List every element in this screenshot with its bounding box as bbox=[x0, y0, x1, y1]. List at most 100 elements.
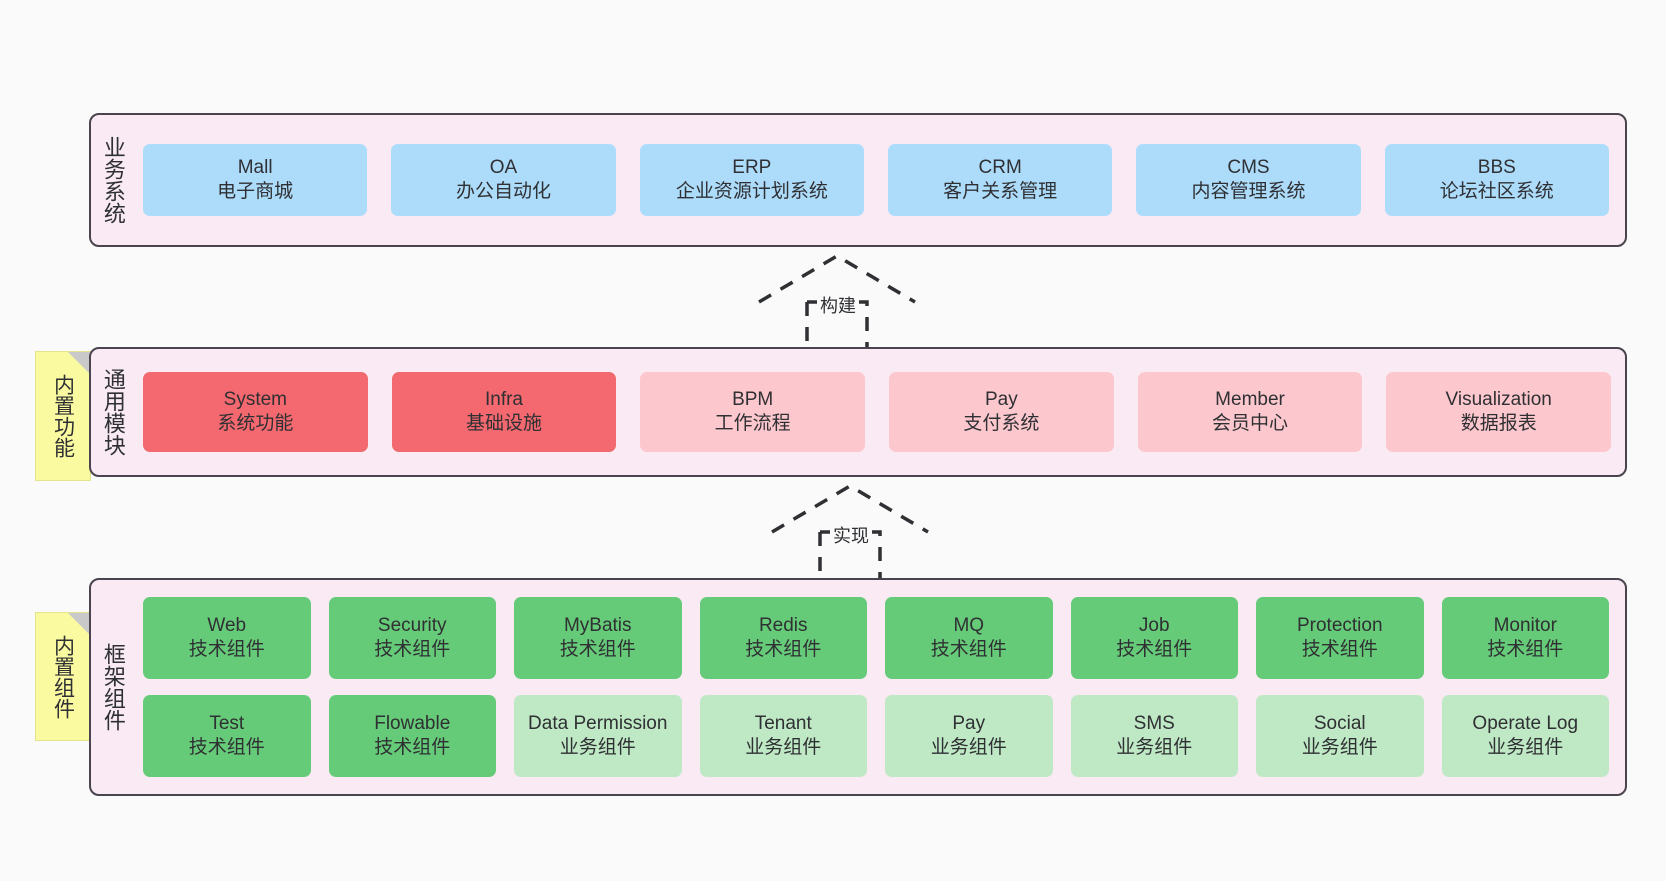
business-card-bbs[interactable]: BBS 论坛社区系统 bbox=[1384, 144, 1609, 216]
card-title: Mall bbox=[237, 156, 273, 178]
card-title: Pay bbox=[952, 712, 986, 734]
card-subtitle: 内容管理系统 bbox=[1191, 181, 1306, 202]
sticky-note-builtin-features: 内置功能 bbox=[35, 351, 91, 481]
framework-card-monitor[interactable]: Monitor 技术组件 bbox=[1441, 597, 1609, 679]
framework-card-pay[interactable]: Pay 业务组件 bbox=[885, 695, 1053, 777]
card-subtitle: 技术组件 bbox=[1301, 639, 1378, 660]
layer-business-systems: 业务系统 Mall 电子商城 OA 办公自动化 ERP 企业资源计划系统 CRM… bbox=[89, 113, 1627, 247]
module-card-bpm[interactable]: BPM 工作流程 bbox=[640, 372, 866, 452]
card-title: Test bbox=[209, 712, 245, 734]
card-title: ERP bbox=[732, 156, 772, 178]
business-card-crm[interactable]: CRM 客户关系管理 bbox=[887, 144, 1113, 216]
sticky-note-builtin-components: 内置组件 bbox=[35, 612, 91, 741]
card-title: Tenant bbox=[754, 712, 812, 734]
framework-biz-row: Test 技术组件 Flowable 技术组件 Data Permission … bbox=[143, 695, 1609, 777]
module-card-infra[interactable]: Infra 基础设施 bbox=[391, 372, 617, 452]
card-subtitle: 技术组件 bbox=[1116, 639, 1193, 660]
card-title: Member bbox=[1215, 388, 1285, 410]
layer-title-modules: 通用模块 bbox=[100, 368, 126, 456]
layer-body-business: Mall 电子商城 OA 办公自动化 ERP 企业资源计划系统 CRM 客户关系… bbox=[135, 115, 1625, 245]
business-card-mall[interactable]: Mall 电子商城 bbox=[143, 144, 368, 216]
card-subtitle: 基础设施 bbox=[466, 413, 543, 434]
card-title: Pay bbox=[984, 388, 1018, 410]
card-subtitle: 客户关系管理 bbox=[943, 181, 1058, 202]
card-title: BBS bbox=[1477, 156, 1516, 178]
arrowhead-open-dashed bbox=[771, 483, 929, 534]
card-title: OA bbox=[489, 156, 518, 178]
card-subtitle: 企业资源计划系统 bbox=[675, 181, 828, 202]
common-modules-row: System 系统功能 Infra 基础设施 BPM 工作流程 Pay 支付系统… bbox=[143, 372, 1612, 452]
arrow-stem-dashed bbox=[820, 530, 882, 578]
card-subtitle: 技术组件 bbox=[374, 639, 451, 660]
page-fold-icon bbox=[68, 613, 90, 635]
connector-label-implement: 实现 bbox=[830, 521, 872, 549]
card-title: SMS bbox=[1133, 712, 1175, 734]
card-title: BPM bbox=[732, 388, 774, 410]
framework-card-tenant[interactable]: Tenant 业务组件 bbox=[699, 695, 867, 777]
card-title: Job bbox=[1138, 614, 1170, 636]
module-card-system[interactable]: System 系统功能 bbox=[143, 372, 368, 452]
framework-tech-row: Web 技术组件 Security 技术组件 MyBatis 技术组件 Redi… bbox=[143, 597, 1609, 679]
arrow-stem-dashed bbox=[807, 300, 869, 348]
framework-card-mybatis[interactable]: MyBatis 技术组件 bbox=[514, 597, 682, 679]
framework-card-redis[interactable]: Redis 技术组件 bbox=[699, 597, 867, 679]
connector-label-build: 构建 bbox=[817, 291, 859, 319]
framework-card-sms[interactable]: SMS 业务组件 bbox=[1070, 695, 1238, 777]
card-title: Monitor bbox=[1493, 614, 1557, 636]
framework-card-data-permission[interactable]: Data Permission 业务组件 bbox=[514, 695, 682, 777]
sticky-note-text: 内置组件 bbox=[51, 634, 75, 719]
sticky-note-text: 内置功能 bbox=[51, 374, 75, 458]
layer-body-framework: Web 技术组件 Security 技术组件 MyBatis 技术组件 Redi… bbox=[135, 580, 1625, 794]
card-subtitle: 技术组件 bbox=[188, 737, 265, 758]
business-card-cms[interactable]: CMS 内容管理系统 bbox=[1136, 144, 1361, 216]
card-subtitle: 技术组件 bbox=[745, 639, 822, 660]
framework-card-social[interactable]: Social 业务组件 bbox=[1256, 695, 1424, 777]
framework-card-mq[interactable]: MQ 技术组件 bbox=[885, 597, 1053, 679]
card-subtitle: 工作流程 bbox=[714, 413, 791, 434]
card-title: CMS bbox=[1227, 156, 1270, 178]
layer-body-modules: System 系统功能 Infra 基础设施 BPM 工作流程 Pay 支付系统… bbox=[135, 349, 1625, 475]
framework-card-flowable[interactable]: Flowable 技术组件 bbox=[328, 695, 496, 777]
card-title: Social bbox=[1313, 712, 1366, 734]
card-subtitle: 论坛社区系统 bbox=[1439, 181, 1554, 202]
framework-card-security[interactable]: Security 技术组件 bbox=[328, 597, 496, 679]
card-subtitle: 会员中心 bbox=[1212, 413, 1289, 434]
module-card-member[interactable]: Member 会员中心 bbox=[1137, 372, 1363, 452]
card-subtitle: 业务组件 bbox=[1116, 737, 1193, 758]
card-title: CRM bbox=[978, 156, 1022, 178]
card-title: MQ bbox=[953, 614, 985, 636]
card-subtitle: 技术组件 bbox=[559, 639, 636, 660]
card-subtitle: 支付系统 bbox=[963, 413, 1040, 434]
card-subtitle: 业务组件 bbox=[930, 737, 1007, 758]
framework-card-operate-log[interactable]: Operate Log 业务组件 bbox=[1441, 695, 1609, 777]
card-title: Redis bbox=[758, 614, 808, 636]
framework-card-job[interactable]: Job 技术组件 bbox=[1070, 597, 1238, 679]
module-card-pay[interactable]: Pay 支付系统 bbox=[889, 372, 1114, 452]
page-fold-icon bbox=[68, 352, 90, 374]
card-title: MyBatis bbox=[563, 614, 632, 636]
card-title: Security bbox=[377, 614, 447, 636]
card-title: Protection bbox=[1296, 614, 1383, 636]
layer-common-modules: 通用模块 System 系统功能 Infra 基础设施 BPM 工作流程 Pay… bbox=[89, 347, 1627, 477]
framework-card-web[interactable]: Web 技术组件 bbox=[143, 597, 311, 679]
card-subtitle: 系统功能 bbox=[217, 413, 294, 434]
card-subtitle: 业务组件 bbox=[745, 737, 822, 758]
connector-implement: 实现 bbox=[770, 482, 930, 578]
layer-framework-components: 框架组件 Web 技术组件 Security 技术组件 MyBatis 技术组件… bbox=[89, 578, 1627, 796]
business-card-oa[interactable]: OA 办公自动化 bbox=[391, 144, 616, 216]
layer-title-business: 业务系统 bbox=[100, 136, 126, 224]
card-subtitle: 办公自动化 bbox=[455, 181, 551, 202]
module-card-visualization[interactable]: Visualization 数据报表 bbox=[1386, 372, 1612, 452]
business-card-erp[interactable]: ERP 企业资源计划系统 bbox=[639, 144, 864, 216]
card-subtitle: 电子商城 bbox=[217, 181, 294, 202]
card-title: Infra bbox=[484, 388, 524, 410]
card-title: Visualization bbox=[1445, 388, 1552, 410]
layer-title-framework: 框架组件 bbox=[100, 643, 126, 731]
card-title: Operate Log bbox=[1472, 712, 1579, 734]
card-subtitle: 技术组件 bbox=[374, 737, 451, 758]
card-title: Web bbox=[207, 614, 247, 636]
card-subtitle: 技术组件 bbox=[930, 639, 1007, 660]
framework-card-test[interactable]: Test 技术组件 bbox=[143, 695, 311, 777]
framework-card-protection[interactable]: Protection 技术组件 bbox=[1256, 597, 1424, 679]
card-title: System bbox=[223, 388, 288, 410]
